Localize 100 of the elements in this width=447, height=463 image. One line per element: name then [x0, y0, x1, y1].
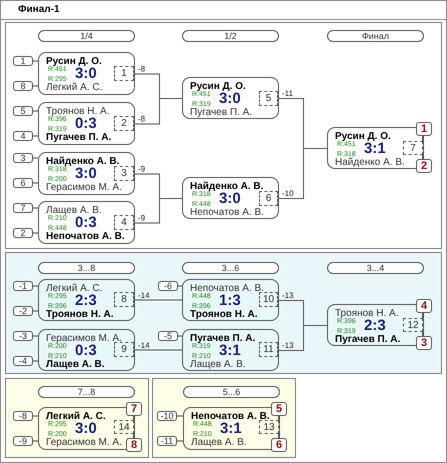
connector-line	[422, 312, 423, 318]
match-card	[182, 329, 279, 371]
seed-box: 1	[13, 56, 33, 66]
bracket-panel	[5, 22, 442, 249]
bracket-panel	[152, 378, 296, 458]
connector-line	[278, 416, 279, 420]
player-name: Непочатов А. В.	[190, 207, 264, 218]
place-box: 5	[271, 402, 287, 416]
match-score: 3:1	[219, 342, 241, 359]
match-card	[38, 329, 135, 371]
connector-line	[422, 332, 423, 336]
seed-box: 8	[13, 81, 33, 91]
seed-box: 4	[13, 131, 33, 141]
seed-box: -9	[13, 436, 33, 446]
match-card	[182, 177, 279, 219]
connector-line	[134, 98, 182, 124]
player-name: Легкий А. С.	[46, 411, 106, 422]
place-box: 8	[126, 438, 142, 452]
connector-line	[422, 136, 423, 142]
connector-line	[32, 440, 38, 442]
seed-box: -2	[13, 306, 33, 316]
player-name: Герасимов М. А.	[46, 437, 122, 448]
round-header: 1/4	[38, 30, 135, 42]
connector-line	[278, 325, 328, 351]
connector-line	[422, 154, 423, 160]
match-card	[38, 102, 135, 145]
match-score: 3:1	[220, 420, 242, 437]
seed-box: 2	[13, 228, 33, 238]
match-score: 2:3	[364, 317, 386, 334]
connector-line	[134, 198, 182, 224]
player-name: Русин Д. О.	[190, 81, 246, 92]
match-number-box: 1	[114, 66, 134, 81]
place-box: 1	[416, 122, 432, 136]
round-header: 7...8	[38, 386, 135, 398]
match-number-box: 9	[114, 342, 134, 357]
match-number-box: 8	[114, 292, 134, 307]
seed-box: -8	[13, 411, 33, 421]
match-number-box: 10	[259, 292, 278, 307]
edge-label: -13	[282, 341, 294, 350]
round-header: Финал	[327, 30, 424, 42]
match-score: 3:0	[75, 165, 97, 182]
round-header: 3...4	[327, 262, 424, 274]
connector-line	[32, 310, 38, 312]
match-score: 3:1	[364, 140, 386, 157]
connector-line	[278, 148, 328, 199]
player-name: Русин Д. О.	[46, 56, 102, 67]
bracket-panel	[5, 252, 442, 374]
match-score: 3:0	[75, 420, 97, 437]
player-name: Троянов Н. А.	[46, 106, 110, 117]
edge-label: -11	[282, 89, 293, 98]
player-name: Непочатов А. В.	[191, 411, 270, 422]
player-name: Пугачев П. А.	[335, 334, 400, 345]
match-score: 2:3	[75, 292, 97, 309]
match-score: 0:3	[75, 342, 97, 359]
player-name: Непочатов А. В.	[190, 283, 264, 294]
edge-label: -13	[282, 291, 294, 300]
player-name: Непочатов А. В.	[46, 231, 125, 242]
match-score: 3:0	[219, 190, 241, 207]
seed-box: 5	[13, 106, 33, 116]
player-name: Лащев А. В.	[46, 205, 102, 216]
player-name: Найденко А. В.	[46, 156, 120, 167]
player-name: Лащев А. В.	[191, 437, 247, 448]
edge-label: -9	[138, 214, 146, 222]
player-name: Пугачев П. А.	[190, 107, 252, 118]
match-number-box: 5	[259, 91, 278, 106]
place-box: 6	[271, 438, 287, 452]
seed-box: -3	[13, 331, 33, 341]
place-box: 4	[416, 299, 432, 313]
match-number-box: 13	[259, 420, 279, 434]
match-card	[182, 279, 279, 321]
seed-box: 7	[13, 203, 33, 213]
player-name: Легкий А. С.	[46, 283, 102, 294]
round-header: 3...8	[38, 262, 135, 274]
match-card	[38, 52, 135, 95]
edge-label: -10	[282, 189, 294, 198]
player-name: Пугачев П. А.	[46, 132, 112, 143]
edge-label: -8	[138, 114, 146, 124]
player-name: Найденко А. В.	[335, 157, 405, 168]
connector-line	[278, 434, 279, 438]
match-number-box: 4	[114, 215, 134, 230]
round-header: 5...6	[183, 386, 280, 398]
match-score: 3:0	[219, 90, 241, 107]
seed-box: 3	[13, 153, 33, 163]
place-box: 2	[416, 159, 432, 173]
window-title: Финал-1	[18, 4, 60, 15]
connector-line	[32, 360, 38, 362]
seed-box: -4	[13, 356, 33, 366]
seed-box: -6	[158, 281, 178, 291]
connector-line	[133, 416, 134, 420]
match-card	[38, 201, 135, 244]
seed-box: -10	[157, 411, 177, 421]
connector-line	[32, 232, 38, 234]
round-header: 1/2	[182, 30, 279, 42]
player-name: Найденко А. В.	[190, 181, 264, 192]
round-header: 3...6	[182, 262, 279, 274]
player-name: Русин Д. О.	[335, 131, 391, 142]
player-name: Троянов Н. А.	[46, 309, 114, 320]
player-name: Лащев А. В.	[190, 359, 246, 370]
match-card	[38, 279, 135, 321]
match-score: 0:3	[75, 115, 97, 132]
